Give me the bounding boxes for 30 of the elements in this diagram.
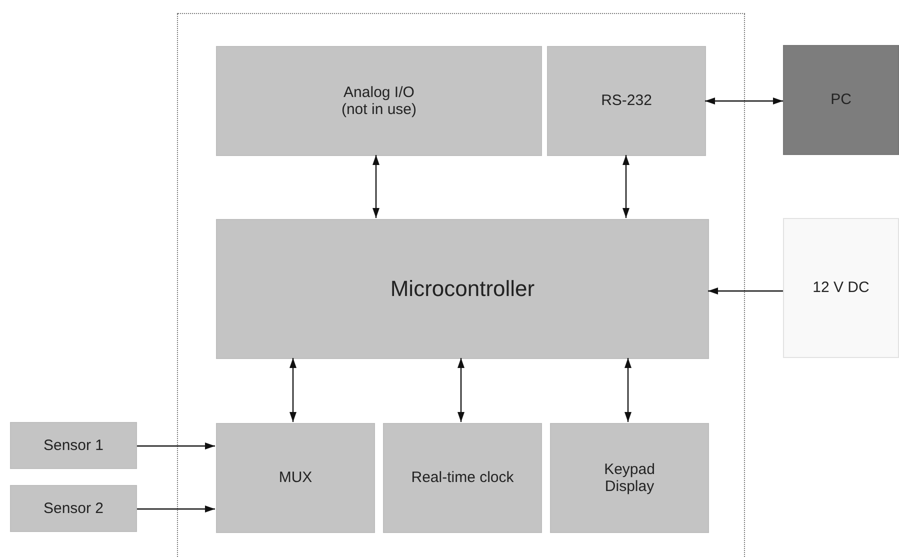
- block-box: [216, 46, 542, 156]
- arrow: [624, 358, 632, 422]
- arrow: [372, 155, 380, 218]
- block-label: 12 V DC: [812, 279, 870, 297]
- block-box: [10, 422, 137, 469]
- block-box: [783, 45, 899, 155]
- block-label: Analog I/O (not in use): [340, 84, 418, 118]
- block-label: Microcontroller: [390, 276, 535, 302]
- block-box: [216, 423, 375, 533]
- arrow: [290, 358, 296, 422]
- block-box: [783, 218, 899, 358]
- block-label: PC: [830, 91, 852, 109]
- arrow: [622, 155, 630, 218]
- block-label: Keypad Display: [603, 460, 656, 496]
- arrow: [458, 358, 464, 422]
- block-label: Real-time clock: [411, 469, 514, 487]
- arrow: [708, 288, 783, 294]
- block-box: [216, 219, 709, 359]
- block-label: Sensor 2: [43, 500, 104, 518]
- block-box: [383, 423, 542, 533]
- block-box: [10, 485, 137, 532]
- block-label: Sensor 1: [43, 436, 104, 454]
- block-label: RS-232: [601, 92, 652, 110]
- arrow: [705, 98, 783, 104]
- arrow: [137, 506, 215, 512]
- dotted-boundary: [177, 13, 745, 557]
- block-label: MUX: [278, 469, 312, 487]
- block-box: [550, 423, 709, 533]
- arrow: [137, 442, 215, 450]
- block-box: [547, 46, 706, 156]
